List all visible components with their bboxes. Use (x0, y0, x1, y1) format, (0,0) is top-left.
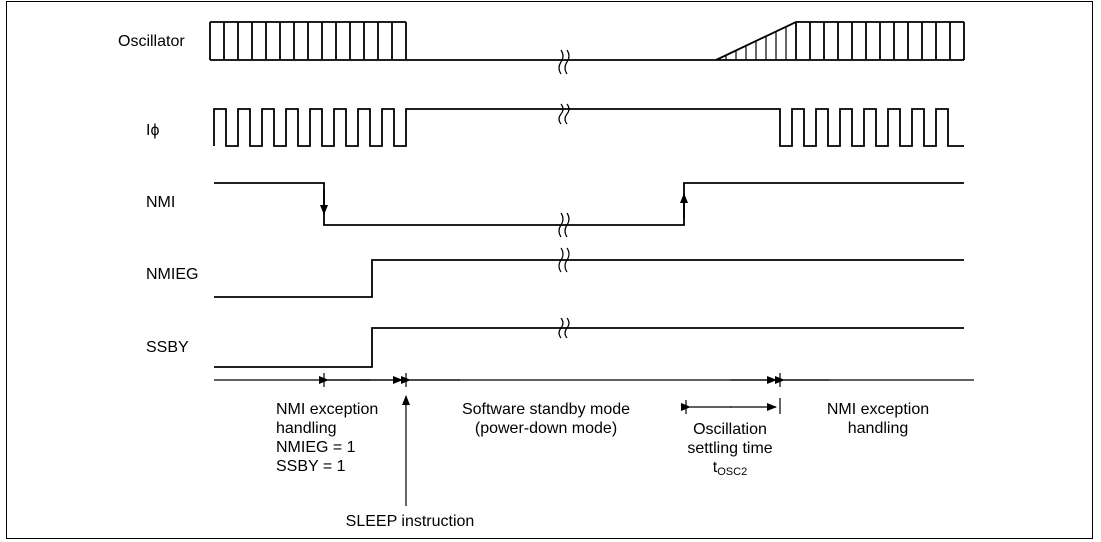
nmi-label: NMI (146, 194, 176, 211)
nmi-waveform (214, 182, 964, 226)
osc-settling-annotation: Oscillation settling time tOSC2 (680, 420, 780, 482)
annot-line: (power-down mode) (474, 420, 618, 437)
annot-line: NMI exception (276, 401, 379, 418)
annot-line: SSBY = 1 (276, 458, 346, 475)
annot-line: NMI exception (826, 401, 930, 418)
sleep-instruction-label: SLEEP instruction (345, 513, 475, 530)
annot-line: settling time (687, 440, 773, 457)
timing-axis (214, 373, 974, 506)
diagram-border (6, 1, 1093, 539)
software-standby-annotation: Software standby mode (power-down mode) (446, 400, 646, 438)
ssby-label: SSBY (146, 339, 189, 356)
tosc2-symbol: tOSC2 (712, 459, 748, 478)
oscillator-waveform (209, 21, 965, 61)
ssby-waveform (214, 327, 964, 368)
nmieg-label: NMIEG (146, 266, 199, 283)
iphi-waveform (213, 108, 964, 147)
nmi-handling-annotation-1: NMI exception handling NMIEG = 1 SSBY = … (276, 400, 378, 476)
nmi-handling-annotation-2: NMI exception handling (808, 400, 948, 438)
annot-line: NMIEG = 1 (276, 439, 356, 456)
iphi-label: Iϕ (146, 122, 160, 139)
nmieg-waveform (214, 259, 964, 298)
annot-line: Oscillation (693, 421, 767, 438)
annot-line: handling (276, 420, 337, 437)
annot-line: handling (847, 420, 909, 437)
break-marks (558, 49, 570, 339)
annot-line: Software standby mode (461, 401, 631, 418)
oscillator-label: Oscillator (118, 33, 185, 50)
